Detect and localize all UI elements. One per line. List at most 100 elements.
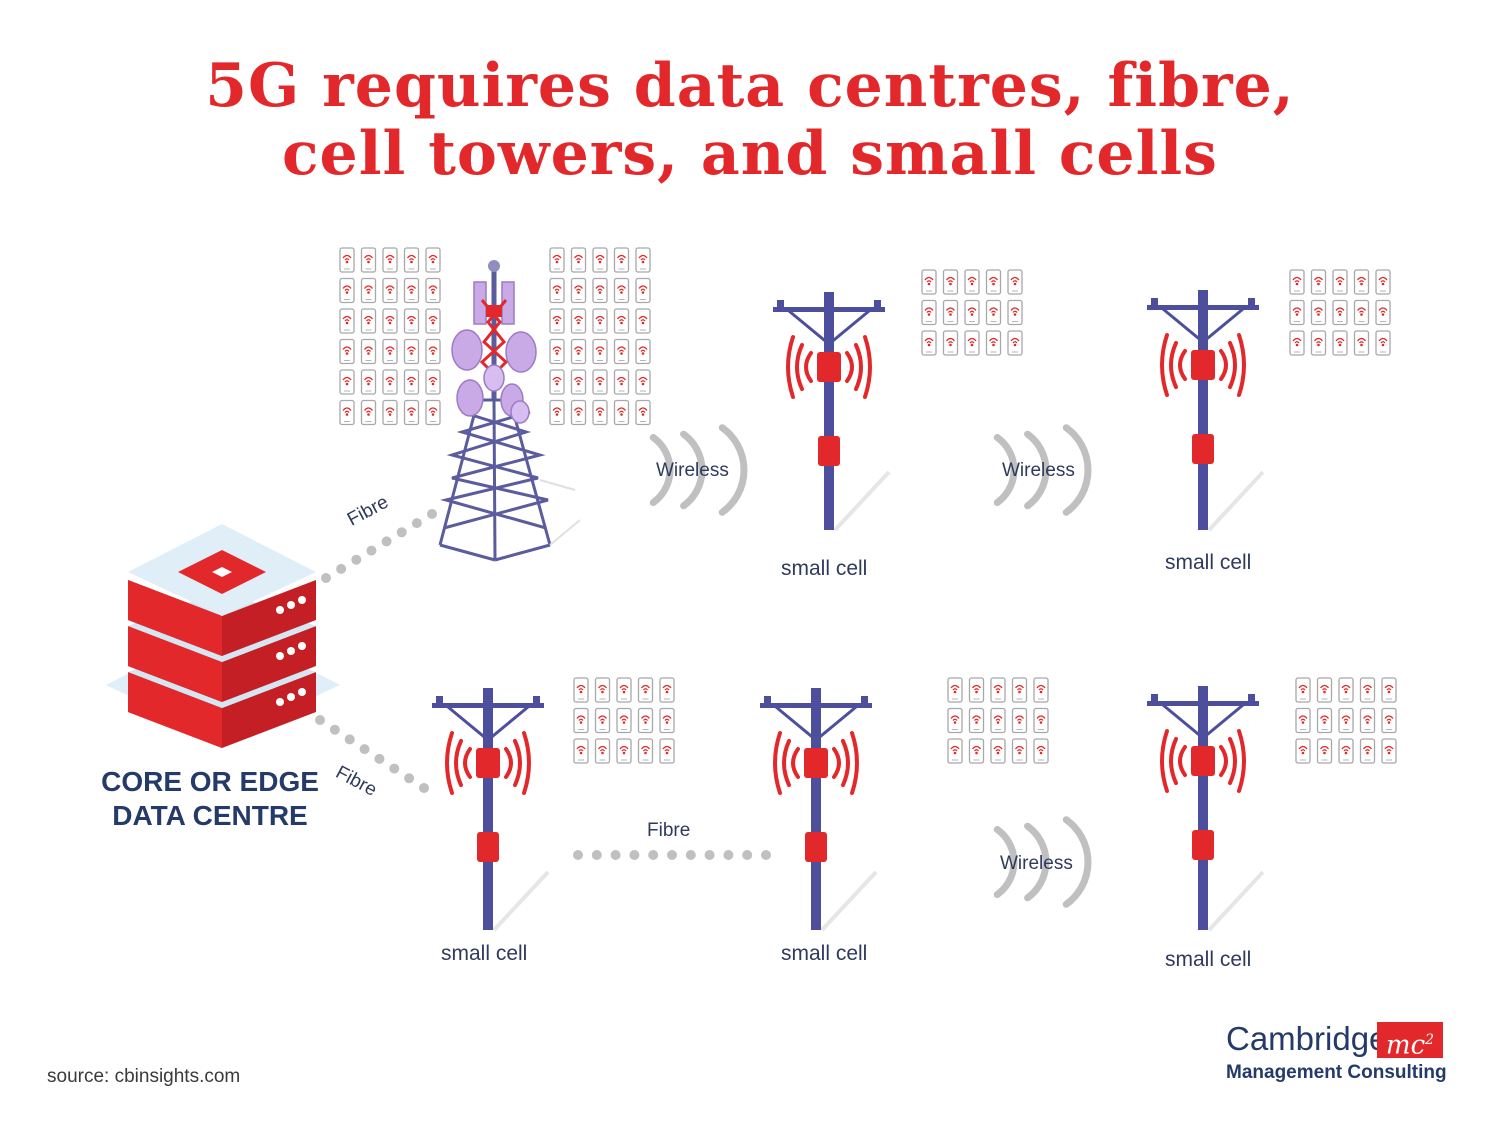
phone-icon — [1033, 738, 1049, 764]
phone-icon — [659, 707, 675, 734]
phone-icon — [570, 399, 587, 426]
phone-icon — [339, 399, 355, 426]
wireless-wave-icon — [993, 816, 1092, 908]
data-centre-label-line-1: CORE OR EDGE — [101, 766, 319, 797]
phone-icon — [1381, 707, 1397, 734]
small-cell-pole-icon — [1147, 686, 1265, 932]
phone-icon — [613, 369, 630, 395]
small-cell-poles — [432, 290, 1265, 932]
phone-icon — [1007, 299, 1023, 326]
phone-icon — [1338, 677, 1354, 703]
phone-icon — [637, 677, 654, 703]
wireless-wave-icon — [649, 424, 748, 516]
phone-icon — [549, 369, 565, 395]
phone-icon — [573, 677, 589, 703]
phone-icon — [592, 338, 608, 365]
phone-icon — [1007, 269, 1023, 295]
cambridge-logo: Cambridge mc2 Management Consulting — [1226, 1018, 1456, 1090]
phone-icon — [990, 738, 1006, 764]
phone-icon — [635, 308, 651, 334]
phone-grids — [339, 247, 1397, 764]
phone-icon — [425, 308, 441, 334]
phone-icon — [570, 308, 587, 334]
phone-icon — [985, 330, 1002, 356]
phone-icon — [425, 247, 441, 273]
phone-icon — [613, 277, 630, 304]
phone-icon — [425, 338, 441, 365]
phone-icon — [382, 247, 398, 273]
small-cell-pole-icon — [760, 688, 878, 932]
fibre-line — [573, 850, 771, 860]
phone-icon — [403, 338, 420, 365]
data-centre-label: CORE OR EDGE DATA CENTRE — [80, 765, 340, 833]
fibre-dotted-lines — [315, 509, 771, 860]
phone-icon — [659, 738, 675, 764]
phone-icon — [382, 277, 398, 304]
phone-icon — [947, 738, 963, 764]
phone-icon — [570, 369, 587, 395]
phone-icon — [942, 269, 959, 295]
phone-icon — [942, 330, 959, 356]
phone-icon — [613, 308, 630, 334]
logo-subtitle: Management Consulting — [1226, 1062, 1447, 1083]
phone-icon — [594, 738, 611, 764]
phone-icon — [968, 707, 985, 734]
phone-icon — [570, 247, 587, 273]
phone-icon — [1332, 269, 1348, 295]
phone-icon — [1359, 738, 1376, 764]
title-line-1: 5G requires data centres, fibre, — [205, 51, 1295, 121]
phone-icon — [382, 338, 398, 365]
phone-icon — [382, 308, 398, 334]
phone-icon — [1011, 677, 1028, 703]
phone-icon — [403, 369, 420, 395]
small-cell-label-1: small cell — [781, 557, 868, 580]
phone-icon — [1289, 299, 1305, 326]
phone-icon — [403, 308, 420, 334]
phone-icon — [360, 399, 377, 426]
data-centre-label-line-2: DATA CENTRE — [112, 800, 308, 831]
small-cell-pole-icon — [773, 292, 891, 532]
phone-icon — [613, 399, 630, 426]
phone-icon — [637, 707, 654, 734]
wireless-label-1: Wireless — [656, 460, 729, 481]
phone-icon — [403, 247, 420, 273]
phone-icon — [1338, 738, 1354, 764]
phone-icon — [339, 247, 355, 273]
phone-icon — [1295, 707, 1311, 734]
phone-icon — [635, 369, 651, 395]
phone-icon — [1353, 269, 1370, 295]
phone-icon — [1359, 707, 1376, 734]
phone-icon — [1295, 738, 1311, 764]
phone-icon — [635, 247, 651, 273]
phone-icon — [592, 277, 608, 304]
phone-icon — [942, 299, 959, 326]
phone-icon — [1289, 330, 1305, 356]
wireless-wave-icon — [993, 424, 1092, 516]
phone-icon — [592, 308, 608, 334]
wireless-waves — [649, 424, 1092, 908]
phone-icon — [1332, 299, 1348, 326]
phone-icon — [339, 369, 355, 395]
phone-icon — [339, 277, 355, 304]
small-cell-label-4: small cell — [781, 942, 868, 965]
phone-icon — [1353, 330, 1370, 356]
small-cell-label-5: small cell — [1165, 948, 1252, 971]
source-note: source: cbinsights.com — [47, 1066, 241, 1087]
phone-icon — [985, 299, 1002, 326]
phone-icon — [990, 677, 1006, 703]
wireless-label-2: Wireless — [1002, 460, 1075, 481]
phone-icon — [360, 369, 377, 395]
phone-icon — [659, 677, 675, 703]
fibre-line — [321, 509, 437, 583]
phone-icon — [637, 738, 654, 764]
phone-icon — [1381, 677, 1397, 703]
phone-icon — [968, 677, 985, 703]
logo-mark-text: mc — [1385, 1030, 1426, 1061]
phone-icon — [613, 247, 630, 273]
phone-icon — [360, 247, 377, 273]
phone-icon — [1033, 707, 1049, 734]
phone-icon — [382, 369, 398, 395]
phone-icon — [570, 338, 587, 365]
phone-icon — [1310, 299, 1327, 326]
